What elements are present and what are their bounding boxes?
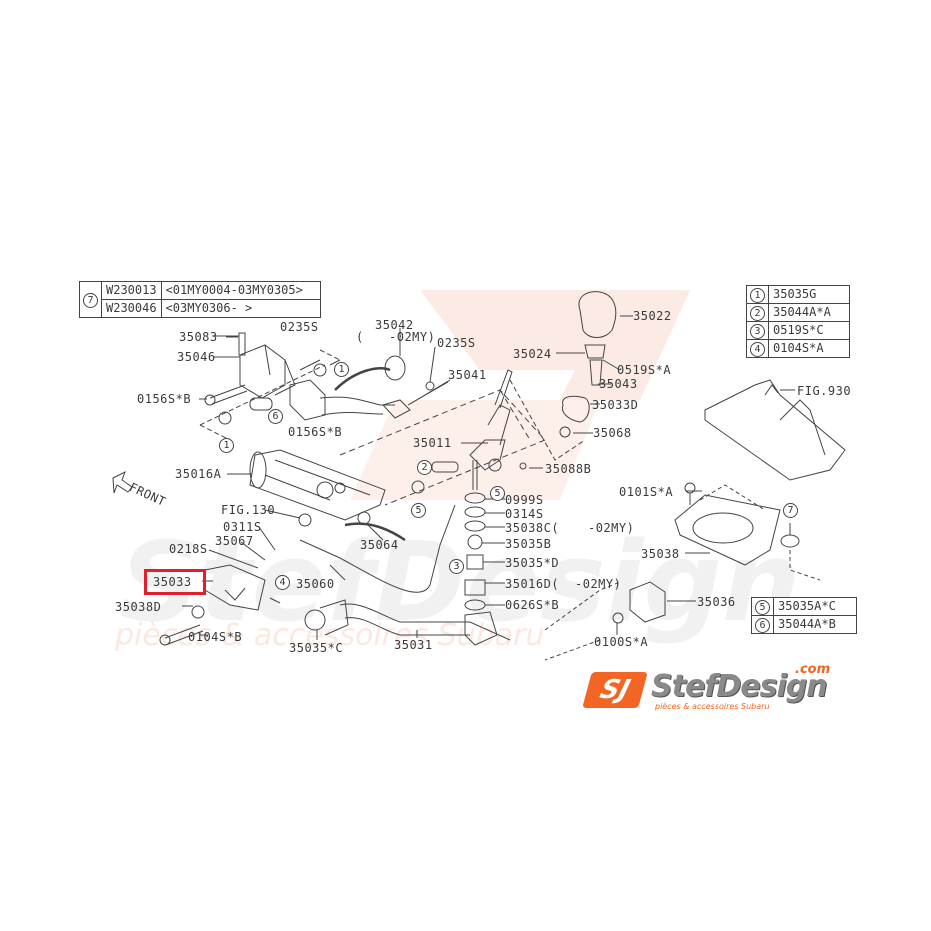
logo-badge: SJ bbox=[582, 672, 648, 708]
label-35024: 35024 bbox=[513, 347, 552, 361]
callout-2: 2 bbox=[417, 460, 432, 475]
label-35041: 35041 bbox=[448, 368, 487, 382]
logo-tld: .com bbox=[795, 662, 831, 677]
callout-marker: 3 bbox=[750, 323, 765, 339]
label-35064: 35064 bbox=[360, 538, 399, 552]
label-0156S-B: 0156S*B bbox=[137, 392, 192, 406]
part-number: W230046 bbox=[101, 299, 162, 318]
callout-3: 3 bbox=[449, 559, 464, 574]
callout-marker: 1 bbox=[750, 287, 765, 303]
label-fig930: FIG.930 bbox=[797, 384, 852, 398]
label-35016D-note: -02MY) bbox=[575, 577, 622, 591]
callout-marker: 4 bbox=[750, 341, 765, 357]
label-35011: 35011 bbox=[413, 436, 452, 450]
part-number: 0519S*C bbox=[768, 321, 850, 340]
label-35038C-note: -02MY) bbox=[588, 521, 635, 535]
label-35031: 35031 bbox=[394, 638, 433, 652]
label-35088B: 35088B bbox=[545, 462, 592, 476]
label-0999S: 0999S bbox=[505, 493, 544, 507]
part-number: 0104S*A bbox=[768, 339, 850, 358]
part-number: 35044A*A bbox=[768, 303, 850, 322]
logo-name: StefDesign bbox=[651, 669, 828, 704]
label-0519S-A: 0519S*A bbox=[617, 363, 672, 377]
part-number: W230013 bbox=[101, 281, 162, 300]
label-0235S: 0235S bbox=[280, 320, 319, 334]
label-35068: 35068 bbox=[593, 426, 632, 440]
label-0101S-A: 0101S*A bbox=[619, 485, 674, 499]
part-number: 35044A*B bbox=[773, 615, 857, 634]
callout-1: 1 bbox=[334, 362, 349, 377]
table-row: W230046 <03MY0306- > bbox=[80, 299, 321, 318]
svg-text:StefDesign: StefDesign bbox=[120, 518, 800, 646]
callout-6: 6 bbox=[268, 409, 283, 424]
label-0100S-A: 0100S*A bbox=[594, 635, 649, 649]
callout-marker: 7 bbox=[83, 292, 98, 308]
label-35033: 35033 bbox=[153, 575, 192, 589]
part-number: 35035G bbox=[768, 285, 850, 304]
callout-1: 1 bbox=[219, 438, 234, 453]
highlighted-part-box bbox=[144, 569, 206, 595]
label-0311S: 0311S bbox=[223, 520, 262, 534]
label-35043: 35043 bbox=[599, 377, 638, 391]
part-7-variant-table: 7 W230013 <01MY0004-03MY0305> W230046 <0… bbox=[79, 281, 321, 318]
label-35042-note: -02MY) bbox=[389, 330, 436, 344]
label-35035-D: 35035*D bbox=[505, 556, 560, 570]
model-year-range: <01MY0004-03MY0305> bbox=[160, 281, 321, 300]
callout-7: 7 bbox=[783, 503, 798, 518]
callout-marker: 2 bbox=[750, 305, 765, 321]
svg-text:pièces & accessoires Subaru: pièces & accessoires Subaru bbox=[114, 618, 544, 653]
table-row: 7 W230013 <01MY0004-03MY0305> bbox=[79, 281, 321, 318]
label-35016D: 35016D( bbox=[505, 577, 560, 591]
stefdesign-logo: SJ StefDesign .com pièces & accessoires … bbox=[582, 662, 845, 716]
part-number: 35035A*C bbox=[773, 597, 857, 616]
table-marker: 7 bbox=[79, 281, 102, 318]
label-35060: 35060 bbox=[296, 577, 335, 591]
label-35035-C: 35035*C bbox=[289, 641, 344, 655]
label-35042: 35042 bbox=[375, 318, 414, 332]
label-35016A: 35016A bbox=[175, 467, 222, 481]
label-35067: 35067 bbox=[215, 534, 254, 548]
label-0314S: 0314S bbox=[505, 507, 544, 521]
callout-5: 5 bbox=[490, 486, 505, 501]
label-0626S-B: 0626S*B bbox=[505, 598, 560, 612]
logo-tagline: pièces & accessoires Subaru bbox=[655, 702, 770, 711]
label-35033D: 35033D bbox=[592, 398, 639, 412]
callout-5: 5 bbox=[411, 503, 426, 518]
label-35038C: 35038C( bbox=[505, 521, 560, 535]
label-0218S: 0218S bbox=[169, 542, 208, 556]
label-35042-note-open: ( bbox=[356, 330, 364, 344]
label-35046: 35046 bbox=[177, 350, 216, 364]
label-35022: 35022 bbox=[633, 309, 672, 323]
label-fig130: FIG.130 bbox=[221, 503, 276, 517]
label-0156S-B-b: 0156S*B bbox=[288, 425, 343, 439]
label-0104S-B: 0104S*B bbox=[188, 630, 243, 644]
label-35038: 35038 bbox=[641, 547, 680, 561]
model-year-range: <03MY0306- > bbox=[160, 299, 321, 318]
callout-4: 4 bbox=[275, 575, 290, 590]
label-35083: 35083 bbox=[179, 330, 218, 344]
callout-marker: 6 bbox=[755, 617, 770, 633]
label-35035B: 35035B bbox=[505, 537, 552, 551]
label-35036: 35036 bbox=[697, 595, 736, 609]
callout-marker: 5 bbox=[755, 599, 770, 615]
label-0235S-b: 0235S bbox=[437, 336, 476, 350]
label-35038D: 35038D bbox=[115, 600, 162, 614]
